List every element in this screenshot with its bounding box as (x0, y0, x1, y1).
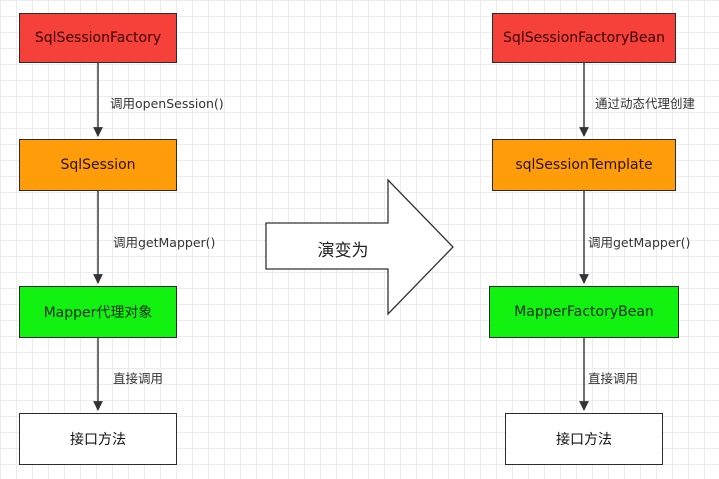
right-box-sqlsessionfactorybean: SqlSessionFactoryBean (492, 13, 676, 63)
right-box-interface-method: 接口方法 (505, 413, 663, 465)
left-box-interface-method: 接口方法 (19, 413, 177, 465)
left-edge-label-2: 调用getMapper() (113, 235, 216, 250)
transform-label: 演变为 (317, 241, 369, 261)
right-box-mapperfactorybean: MapperFactoryBean (489, 286, 679, 338)
left-box-sqlsession: SqlSession (19, 139, 177, 191)
left-edge-label-1: 调用openSession() (110, 96, 224, 111)
right-edge-label-1: 通过动态代理创建 (595, 96, 696, 111)
right-box-sqlsessiontemplate: sqlSessionTemplate (492, 139, 676, 191)
right-edge-label-2: 调用getMapper() (588, 235, 691, 250)
left-box-sqlsessionfactory: SqlSessionFactory (19, 13, 177, 63)
left-edge-label-3: 直接调用 (113, 371, 164, 386)
transform-block-arrow (265, 178, 454, 316)
right-edge-label-3: 直接调用 (588, 371, 639, 386)
left-box-mapper-proxy: Mapper代理对象 (19, 286, 177, 338)
